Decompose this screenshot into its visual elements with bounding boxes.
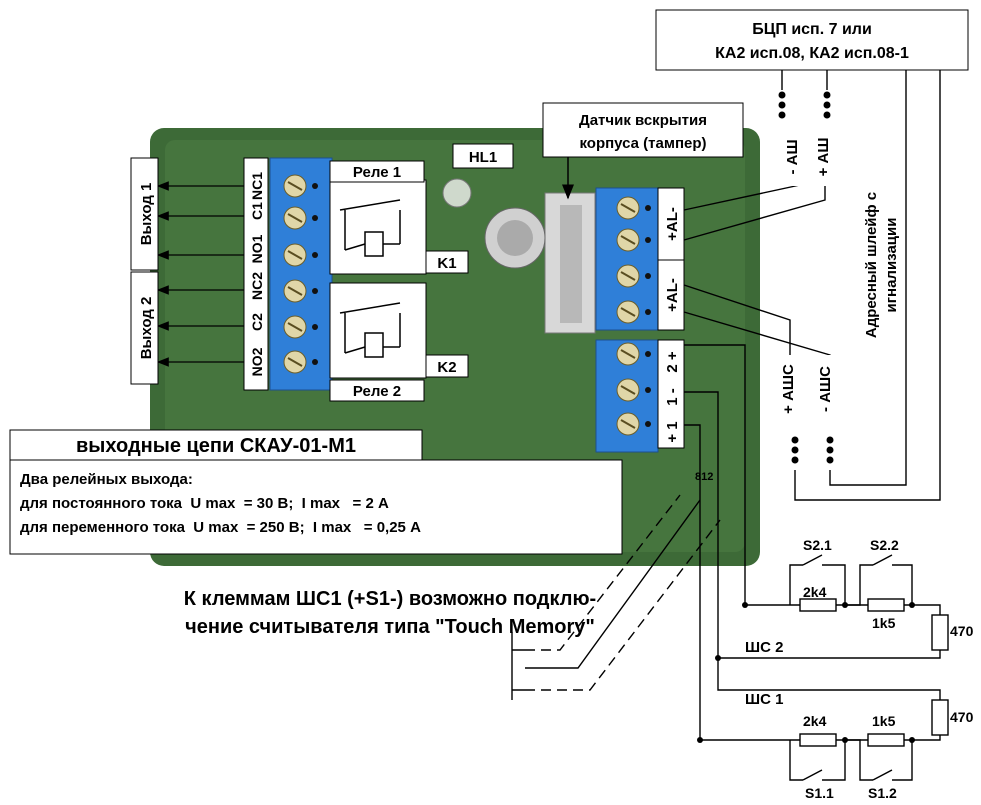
connector-dot [778,91,786,99]
relay-schematic [329,179,427,379]
right-terminal-block-al [595,187,659,331]
ash-minus-label: - АШ [784,139,801,174]
sh-loop-wires [684,344,941,781]
relay2-label: Реле 2 [353,383,401,400]
s11-label: S1.1 [805,785,834,801]
connector-dot [823,91,831,99]
r-2k4-top-label: 2k4 [803,584,827,600]
connector-dot [791,446,799,454]
connector-dot [826,456,834,464]
relay1-label: Реле 1 [353,164,401,181]
touch-memory-reader [511,494,721,700]
tamper-line1: Датчик вскрытия [579,112,707,129]
board-mark: 812 [695,471,713,483]
output-box-line2: для постоянного тока U max = 30 В; I max… [20,495,389,512]
left-terminal-block [269,157,333,391]
right-terminal-block-sh [595,339,659,453]
hl1-label: HL1 [469,149,497,166]
tamper-switch [544,192,596,334]
terminal-label-no2: NO2 [249,347,265,376]
terminal-label-no1: NO1 [249,234,265,263]
ash-plus-label: + АШ [815,138,832,177]
terminal-label-c2: C2 [249,313,265,331]
connector-dot [823,111,831,119]
sh-label-2plus: 2 + [664,351,681,373]
r-1k5-bot-label: 1k5 [872,713,896,729]
loop-switches [802,554,893,781]
terminal-label-nc1: NC1 [249,172,265,200]
r-2k4-bot-label: 2k4 [803,713,827,729]
loop-resistors [799,598,949,747]
connector-dot [791,456,799,464]
k1-label: K1 [437,255,456,272]
terminal-label-nc2: NC2 [249,272,265,300]
terminal-label-c1: C1 [249,202,265,220]
header-line1: БЦП исп. 7 или [752,21,872,38]
led-hl1 [442,178,472,208]
address-loop-wires [683,70,941,501]
ashs-minus-label: - АШС [817,366,834,412]
s21-label: S2.1 [803,537,832,553]
note-line2: чение считывателя типа "Touch Memory" [185,616,595,638]
note-line1: К клеммам ШС1 (+S1-) возможно подклю- [184,588,596,610]
al-label-2: +AL- [664,278,681,312]
output2-label: Выход 2 [138,297,155,360]
ashs-plus-label: + АШС [780,364,797,414]
header-line2: КА2 исп.08, КА2 исп.08-1 [715,45,909,62]
r-1k5-top-label: 1k5 [872,615,896,631]
tamper-line2: корпуса (тампер) [579,135,706,152]
address-loop-line1: Адресный шлейф с [863,192,880,338]
connector-dot [823,101,831,109]
connector-dot [778,101,786,109]
connector-dot [791,436,799,444]
output-spec-box [9,429,623,555]
capacitor [484,207,546,269]
sh-label-1minus: 1 - [664,388,681,406]
connector-dot [826,446,834,454]
s22-label: S2.2 [870,537,899,553]
output-box-line3: для переменного тока U max = 250 В; I ma… [20,519,421,536]
output1-label: Выход 1 [138,183,155,246]
connector-dot [778,111,786,119]
r-470-bot-label: 470 [950,709,974,725]
al-label-1: +AL- [664,207,681,241]
output-box-title: выходные цепи СКАУ-01-М1 [76,435,356,457]
shs1-label: ШС 1 [745,691,783,708]
output-box-line1: Два релейных выхода: [20,471,193,488]
address-loop-line2: игнализации [883,218,900,313]
sh-label-1plus: + 1 [664,421,681,442]
r-470-top-label: 470 [950,623,974,639]
output-arrows [156,181,244,367]
connector-dot [826,436,834,444]
k2-label: K2 [437,359,456,376]
shs2-label: ШС 2 [745,639,783,656]
s12-label: S1.2 [868,785,897,801]
